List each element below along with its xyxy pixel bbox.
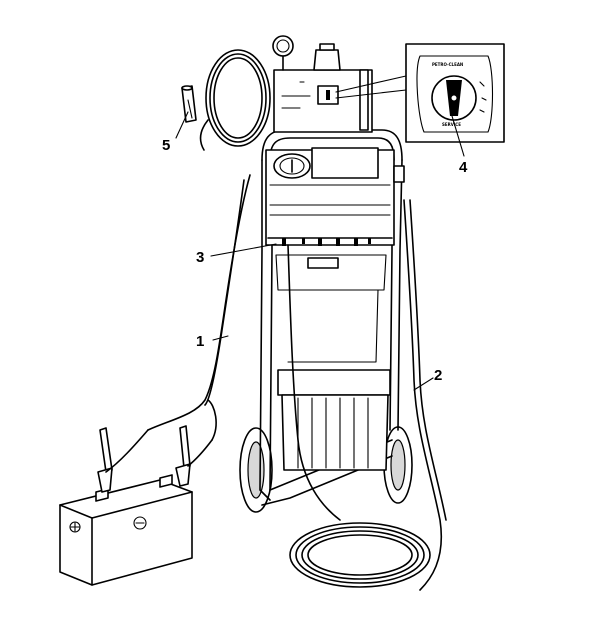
callout-1-leader <box>212 335 229 341</box>
hose-coil-top <box>199 49 271 151</box>
cart-wheel-right <box>383 426 413 504</box>
callout-3-label: 3 <box>196 249 204 266</box>
gauge-window <box>273 153 311 179</box>
solvent-bottle <box>313 43 341 71</box>
callout-4-label: 4 <box>459 159 468 176</box>
hose-fittings <box>282 238 371 246</box>
detail-connector-top <box>335 75 407 93</box>
cart-wheel-left <box>239 427 273 513</box>
battery-positive-icon <box>69 521 81 533</box>
detail-connector-bottom <box>335 89 407 99</box>
callout-2-label: 2 <box>434 367 442 384</box>
control-console <box>265 147 405 246</box>
battery-cable <box>147 174 251 441</box>
callout-4-leader <box>451 115 465 157</box>
top-unit <box>272 35 373 133</box>
fluid-canister <box>281 394 389 471</box>
battery <box>59 474 193 586</box>
detail-panel-top-text: PETRO-CLEAN <box>432 62 463 67</box>
selector-knob-icon <box>431 75 477 121</box>
detail-panel-bottom-text: SERVICE <box>442 122 461 127</box>
nozzle-adapter <box>181 85 197 123</box>
pressure-gauge <box>272 35 294 71</box>
callout-5-leader <box>175 111 189 139</box>
battery-clamp-left <box>97 427 149 493</box>
callout-3-leader <box>210 243 277 257</box>
callout-1-label: 1 <box>196 333 204 350</box>
fuel-hose <box>287 199 447 591</box>
battery-clamp-right <box>175 425 213 487</box>
battery-negative-icon <box>133 516 147 530</box>
callout-5-label: 5 <box>162 137 170 154</box>
storage-bin <box>275 254 391 396</box>
callout-2-leader <box>413 377 434 391</box>
